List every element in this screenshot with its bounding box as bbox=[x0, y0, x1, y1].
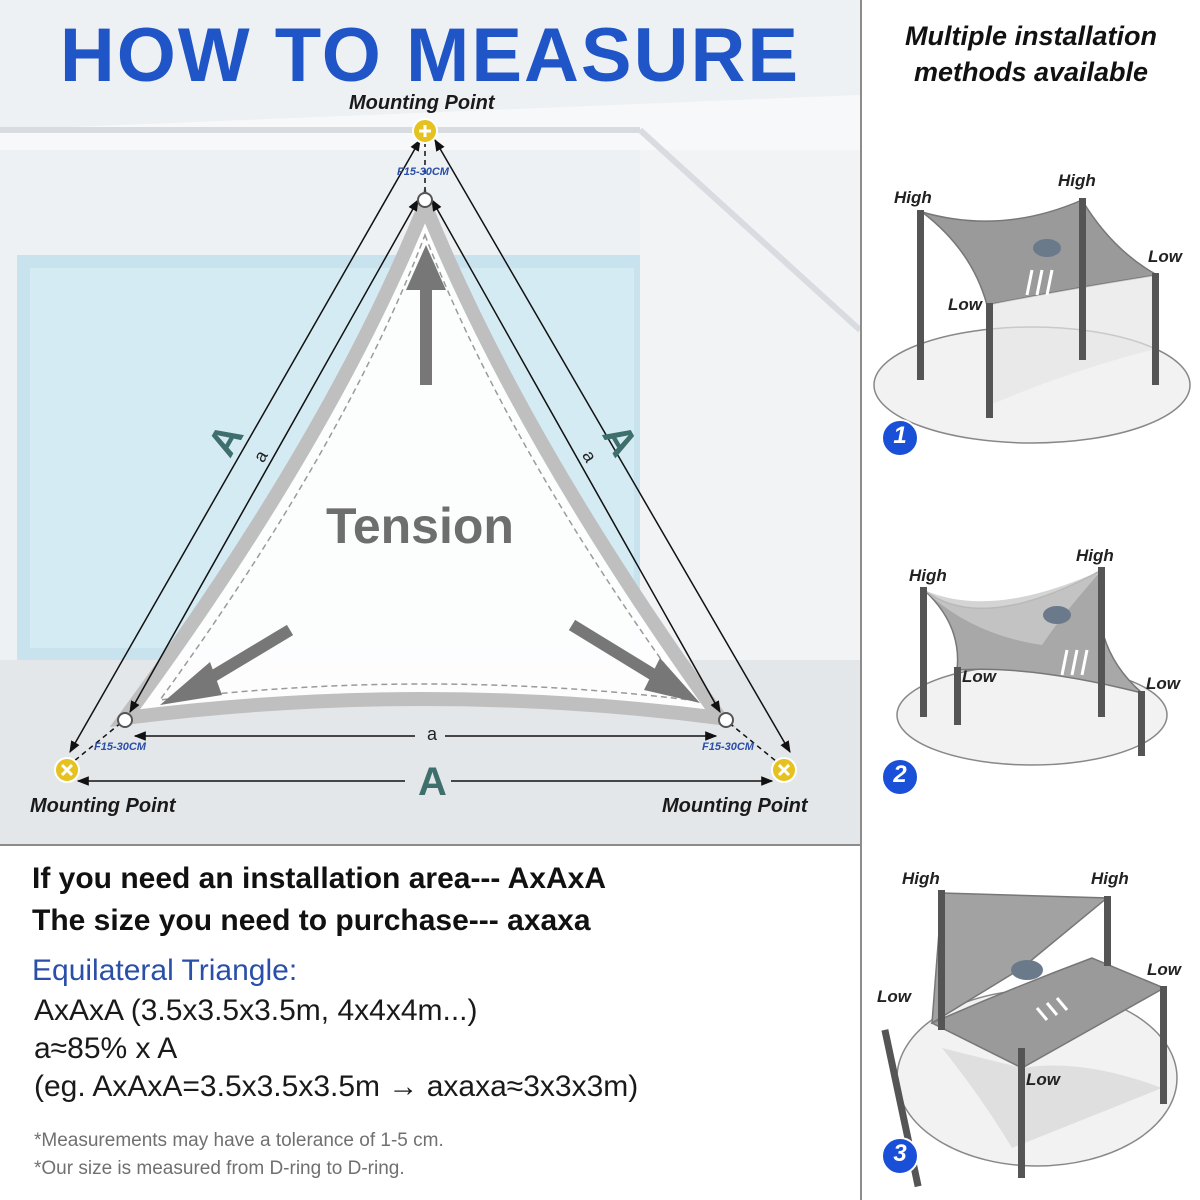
method-2-high-right: High bbox=[1076, 546, 1114, 565]
mounting-point-right-label: Mounting Point bbox=[662, 795, 808, 817]
methods-title-line2: methods available bbox=[913, 57, 1149, 87]
measure-diagram bbox=[0, 118, 860, 786]
page-title: HOW TO MEASURE bbox=[59, 13, 801, 98]
method-3-number: 3 bbox=[893, 1140, 907, 1167]
method-2-badge bbox=[881, 758, 919, 796]
f-offset-top-label: F15-30CM bbox=[397, 166, 449, 178]
method-1: High High Low Low 1 bbox=[862, 140, 1200, 490]
method-2: High High Low Low 2 bbox=[862, 495, 1200, 840]
method-3-high-left: High bbox=[902, 869, 940, 888]
method-3-low-left: Low bbox=[877, 987, 911, 1006]
method-3-high-right: High bbox=[1091, 869, 1129, 888]
method-3: High High Low Low Low 3 bbox=[862, 848, 1200, 1198]
mounting-point-top-label: Mounting Point bbox=[349, 92, 495, 114]
method-2-low-right: Low bbox=[1146, 674, 1180, 693]
method-3-badge bbox=[881, 1137, 919, 1175]
installation-methods-panel: Multiple installation methods available … bbox=[862, 0, 1200, 1200]
size-guide-text: If you need an installation area--- AxAx… bbox=[32, 862, 852, 1186]
side-A-bottom-label: A bbox=[414, 760, 451, 805]
shape-heading: Equilateral Triangle: bbox=[32, 954, 298, 987]
left-horizontal-divider bbox=[0, 844, 862, 846]
method-3-illustration bbox=[881, 890, 1178, 1188]
detail-ratio: a≈85% x A bbox=[34, 1032, 178, 1065]
method-1-number: 1 bbox=[893, 422, 907, 449]
purchase-size-line: The size you need to purchase--- axaxa bbox=[32, 904, 591, 937]
side-a-bottom-label: a bbox=[424, 724, 441, 745]
mount-point-right-icon bbox=[771, 757, 797, 783]
install-area-line: If you need an installation area--- AxAx… bbox=[32, 862, 606, 895]
d-ring-right bbox=[718, 712, 734, 728]
method-2-number: 2 bbox=[893, 761, 907, 788]
method-1-high-left: High bbox=[894, 188, 932, 207]
method-3-low-center: Low bbox=[1026, 1070, 1060, 1089]
dimension-line-a-right bbox=[431, 198, 721, 714]
tolerance-note: *Measurements may have a tolerance of 1-… bbox=[34, 1130, 444, 1151]
d-ring-note: *Our size is measured from D-ring to D-r… bbox=[34, 1158, 405, 1179]
dimension-line-a-left bbox=[129, 198, 419, 714]
method-1-badge bbox=[881, 419, 919, 457]
methods-title-line1: Multiple installation bbox=[904, 21, 1157, 51]
method-1-illustration bbox=[873, 198, 1191, 457]
mount-point-top-icon bbox=[412, 118, 438, 144]
detail-sizes: AxAxA (3.5x3.5x3.5m, 4x4x4m...) bbox=[34, 994, 478, 1027]
f-offset-left-label: F15-30CM bbox=[94, 741, 146, 753]
vertical-divider bbox=[860, 0, 862, 1200]
measure-panel: HOW TO MEASURE Mounting Point Mounting P… bbox=[0, 0, 860, 845]
mount-point-left-icon bbox=[54, 757, 80, 783]
method-2-high-left: High bbox=[909, 566, 947, 585]
method-1-high-right: High bbox=[1058, 171, 1096, 190]
method-1-low-right: Low bbox=[1148, 247, 1182, 266]
method-3-low-right: Low bbox=[1147, 960, 1181, 979]
method-1-low-left: Low bbox=[948, 295, 982, 314]
mounting-point-left-label: Mounting Point bbox=[30, 795, 176, 817]
method-2-low-left: Low bbox=[962, 667, 996, 686]
d-ring-top bbox=[417, 192, 433, 208]
method-2-illustration bbox=[881, 567, 1168, 796]
detail-example: (eg. AxAxA=3.5x3.5x3.5m → axaxa≈3x3x3m) bbox=[34, 1070, 639, 1103]
f-offset-right-label: F15-30CM bbox=[702, 741, 754, 753]
methods-title: Multiple installation methods available bbox=[862, 18, 1200, 90]
tension-label: Tension bbox=[326, 498, 514, 554]
d-ring-left bbox=[117, 712, 133, 728]
